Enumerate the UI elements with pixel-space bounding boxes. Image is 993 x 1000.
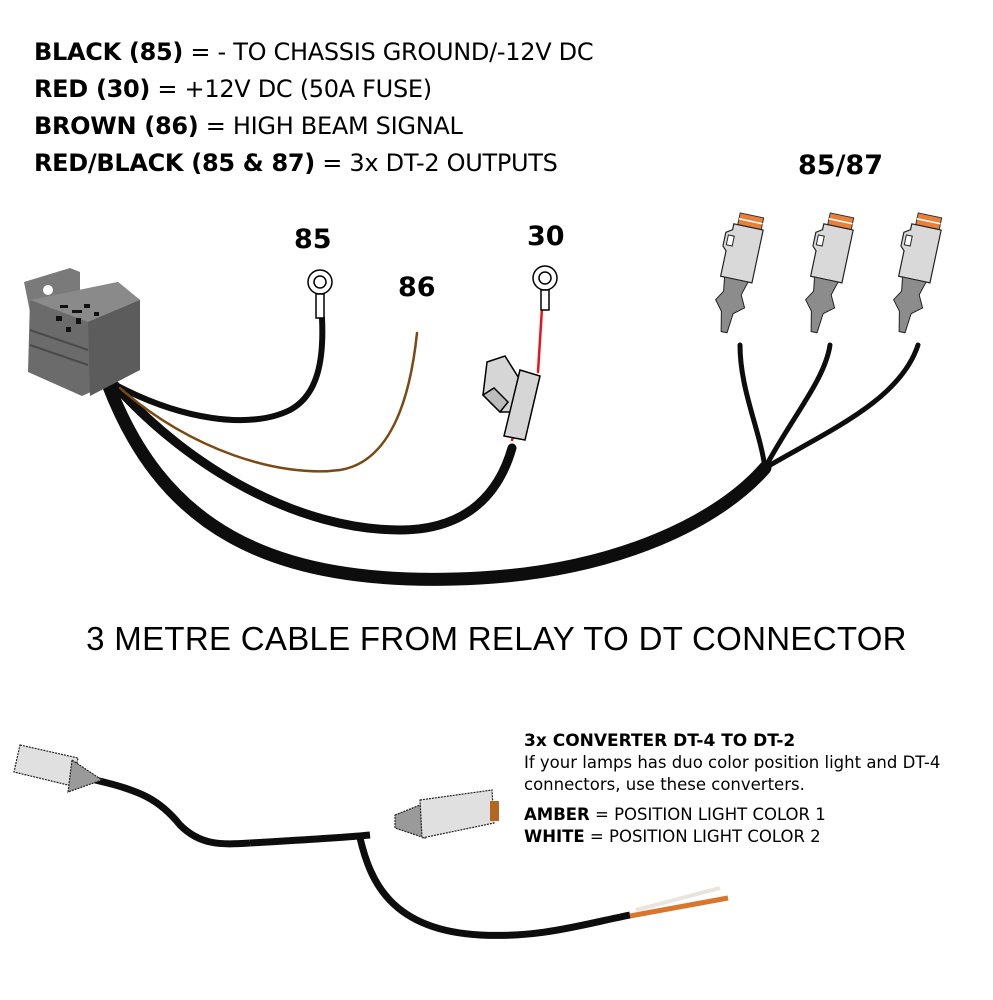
converter-info: 3x CONVERTER DT-4 TO DT-2 If your lamps … <box>524 730 940 848</box>
wire-color-legend: BLACK (85) = - TO CHASSIS GROUND/-12V DC… <box>34 34 594 182</box>
converter-title: 3x CONVERTER DT-4 TO DT-2 <box>524 731 796 751</box>
converter-amber-row: AMBER = POSITION LIGHT COLOR 1 <box>524 805 826 824</box>
converter-cable-right <box>249 831 371 847</box>
converter-desc-line2: connectors, use these converters. <box>524 775 805 794</box>
black-85-wire <box>109 315 326 424</box>
ring-terminal-30 <box>532 265 558 311</box>
pin-label-85: 85 <box>294 224 332 255</box>
red-30-wire <box>536 306 544 374</box>
pin-label-85-87: 85/87 <box>798 150 883 181</box>
converter-cable-left <box>94 776 251 848</box>
dt-split-2 <box>762 342 833 471</box>
dt2-connector-3 <box>893 212 943 334</box>
ring-terminal-85 <box>307 269 333 319</box>
brown-86-wire <box>118 331 419 473</box>
converter-white-row: WHITE = POSITION LIGHT COLOR 2 <box>524 827 821 846</box>
legend-row-red: RED (30) = +12V DC (50A FUSE) <box>34 75 432 103</box>
legend-row-red-black: RED/BLACK (85 & 87) = 3x DT-2 OUTPUTS <box>34 149 558 177</box>
fuse-holder-icon <box>481 355 541 441</box>
legend-row-black: BLACK (85) = - TO CHASSIS GROUND/-12V DC <box>34 38 594 66</box>
converter-desc-line1: If your lamps has duo color position lig… <box>524 753 941 772</box>
dt4-to-dt2-converter <box>13 744 729 939</box>
dt2-connector-1 <box>715 212 765 334</box>
pin-label-30: 30 <box>527 221 565 252</box>
dt2-converter-connector-icon <box>394 789 499 839</box>
dt2-connector-2 <box>805 212 855 334</box>
relay-socket-icon <box>24 268 140 396</box>
legend-row-brown: BROWN (86) = HIGH BEAM SIGNAL <box>34 112 463 140</box>
dt2-connectors <box>715 212 943 334</box>
dt4-connector-icon <box>13 744 104 793</box>
amber-wire <box>629 895 729 919</box>
white-wire <box>635 886 721 912</box>
main-cable <box>101 377 772 586</box>
dt-split-3 <box>762 342 921 471</box>
dt-split-1 <box>737 342 768 471</box>
fuse-cable <box>107 377 517 535</box>
pin-label-86: 86 <box>398 272 436 303</box>
wires <box>101 306 921 586</box>
cable-length-caption: 3 METRE CABLE FROM RELAY TO DT CONNECTOR <box>86 620 907 657</box>
converter-cable-tail <box>356 837 631 939</box>
